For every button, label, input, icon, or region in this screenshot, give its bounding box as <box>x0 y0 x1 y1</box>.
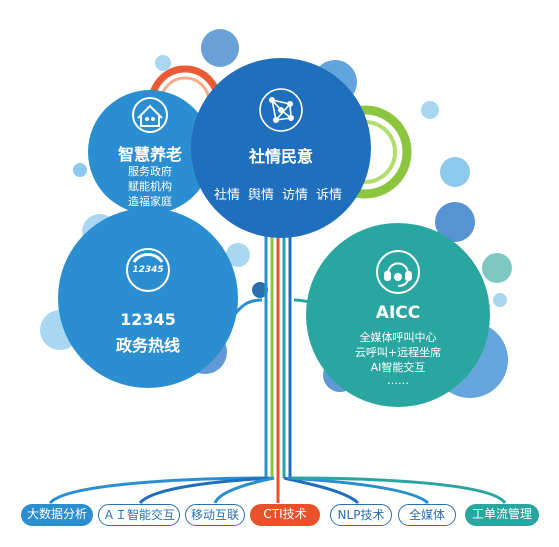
tree-roots <box>48 476 507 505</box>
social-tag-1: 社情 <box>214 188 241 203</box>
social-tag-4: 诉情 <box>316 188 343 203</box>
hotline-title-line-2: 政务热线 <box>115 336 180 355</box>
pill-mobile-internet: 移动互联 <box>185 504 245 526</box>
social-tag-3: 访情 <box>282 188 309 203</box>
elderly-line-3: 造福家庭 <box>128 195 172 208</box>
elderly-line-2: 赋能机构 <box>128 180 172 193</box>
hotline-circle <box>58 208 238 388</box>
aicc-line-1: 全媒体呼叫中心 <box>359 331 437 344</box>
pill-big-data: 大数据分析 <box>21 504 93 526</box>
hotline-badge-text: 12345 <box>132 265 164 275</box>
social-circle <box>191 58 371 238</box>
elderly-line-1: 服务政府 <box>128 165 172 178</box>
pill-nlp: NLP技术 <box>330 504 392 526</box>
elderly-circle <box>88 90 212 214</box>
pill-omni-media: 全媒体 <box>398 504 456 526</box>
aicc-title: AICC <box>375 303 421 323</box>
social-title: 社情民意 <box>248 147 313 166</box>
social-tag-2: 舆情 <box>248 188 275 203</box>
aicc-line-2: 云呼叫+远程坐席 <box>354 346 442 359</box>
tree-trunk <box>264 220 292 478</box>
headset-icon <box>376 250 420 294</box>
pill-ticket-flow: 工单流管理 <box>465 504 539 526</box>
phone-badge-icon <box>126 248 170 292</box>
pill-ai-interaction: ＡＩ智能交互 <box>98 504 180 526</box>
aicc-line-4: …… <box>387 374 409 387</box>
pill-cti: CTI技术 <box>250 504 320 526</box>
aicc-line-3: AI智能交互 <box>370 361 426 374</box>
aicc-circle <box>306 223 490 407</box>
hotline-title-line-1: 12345 <box>120 310 176 329</box>
network-icon <box>259 88 303 132</box>
house-icon <box>132 97 168 133</box>
elderly-title: 智慧养老 <box>117 145 182 164</box>
